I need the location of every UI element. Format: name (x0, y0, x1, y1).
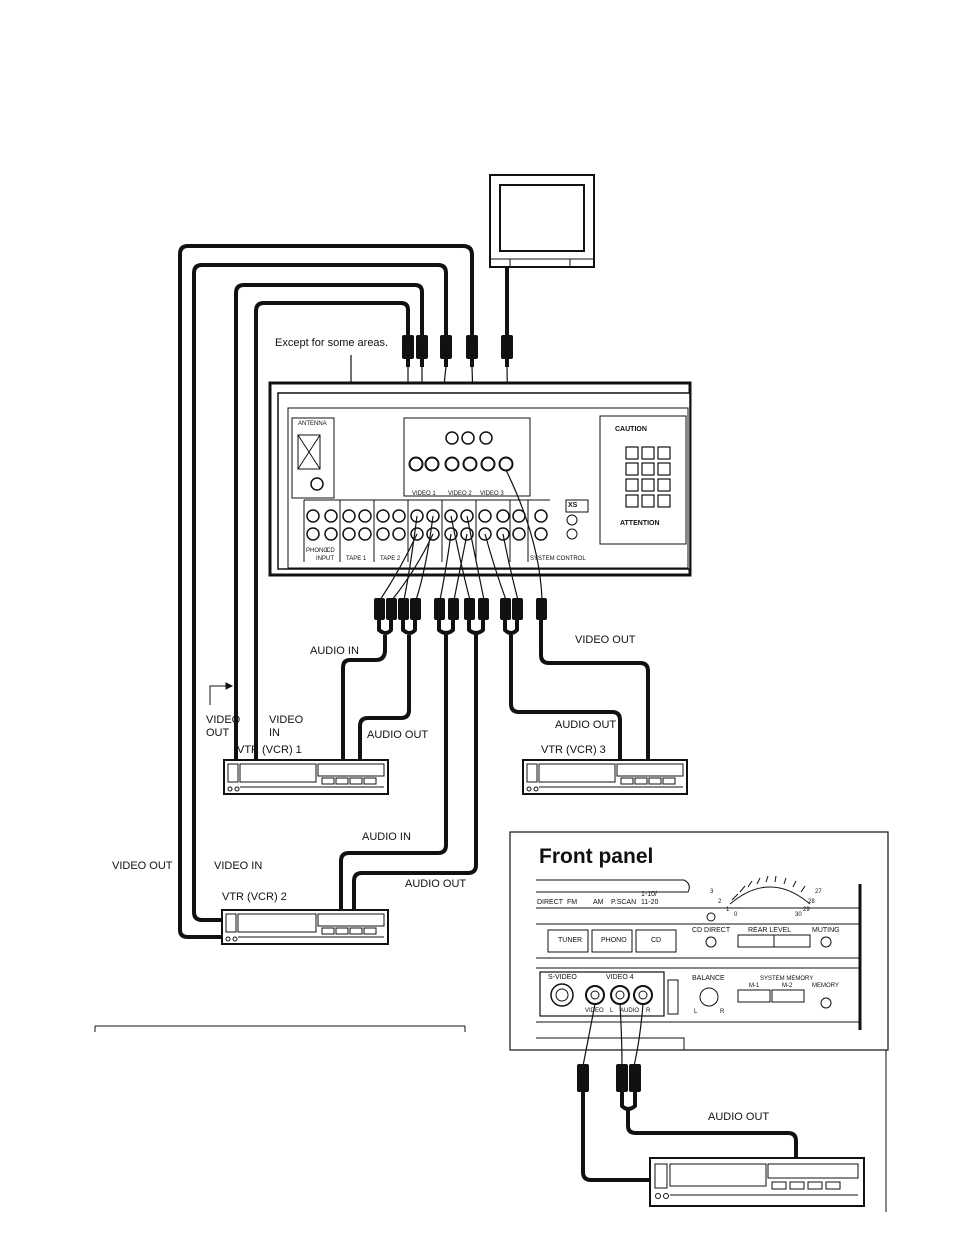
fp-dial-29: 29 (803, 907, 810, 913)
cables-bottom (339, 620, 650, 910)
audio-out-label-1: AUDIO OUT (367, 729, 429, 741)
video-in-vcr2-label: VIDEO IN (214, 860, 263, 872)
front-panel-plugs (577, 1064, 641, 1092)
video-out-vcr1-label: VIDEO OUT (206, 714, 241, 739)
fp-pscan: P.SCAN (611, 899, 637, 906)
fp-m1: M-1 (749, 983, 760, 989)
fp-balance-r: R (720, 1009, 725, 1015)
small-arrow (209, 682, 234, 705)
rear-cd: CD (326, 548, 335, 554)
fp-dial-27: 27 (815, 889, 822, 895)
vcr4-device (649, 1157, 865, 1207)
fp-balance: BALANCE (692, 975, 725, 982)
audio-out-front-label: AUDIO OUT (708, 1111, 770, 1123)
cables-vcr1 (234, 283, 424, 760)
audio-out-label-2: AUDIO OUT (405, 878, 467, 890)
fp-fm: FM (567, 899, 578, 906)
rear-input: INPUT (316, 556, 334, 562)
rear-xs: XS (568, 502, 578, 509)
receiver-rear-panel (268, 381, 692, 577)
fp-am: AM (593, 899, 604, 906)
rear-tape1: TAPE 1 (346, 556, 367, 562)
front-panel-cables (581, 1092, 798, 1182)
fp-muting: MUTING (812, 927, 840, 934)
rear-phono: PHONO (306, 548, 329, 554)
rca-plugs-top (402, 335, 513, 367)
vcr2-device (221, 909, 389, 945)
rear-caution: CAUTION (615, 426, 647, 433)
fp-m2: M-2 (782, 983, 793, 989)
rca-plugs-bottom (374, 598, 547, 620)
front-panel-inset (509, 831, 889, 1051)
tv-monitor (489, 174, 595, 268)
rear-video1: VIDEO 1 (412, 491, 436, 497)
fp-tuner: TUNER (558, 937, 583, 944)
fp-dial-3: 3 (710, 889, 714, 895)
fp-dial-1: 1 (726, 907, 730, 913)
cables-vcr2 (178, 244, 474, 939)
rear-tape2: TAPE 2 (380, 556, 401, 562)
video-out-left-label: VIDEO OUT (112, 860, 173, 872)
audio-in-label-1: AUDIO IN (310, 645, 359, 657)
fp-dial-2: 2 (718, 899, 722, 905)
rear-system-control: SYSTEM CONTROL (530, 556, 586, 562)
vcr1-label: VTR (VCR) 1 (237, 744, 302, 756)
audio-out-label-3: AUDIO OUT (555, 719, 617, 731)
front-panel-title: Front panel (539, 845, 654, 868)
thin-leads-bottom (379, 469, 543, 601)
vcr1-device (223, 759, 389, 795)
separator-line (94, 1025, 466, 1032)
fp-dial-28: 28 (808, 899, 815, 905)
fp-system-memory: SYSTEM MEMORY (760, 976, 814, 982)
video-out-vcr3-label: VIDEO OUT (575, 634, 636, 646)
fp-dial-0: 0 (734, 912, 738, 918)
except-areas-label: Except for some areas. (275, 337, 389, 349)
video-in-vcr1-label: VIDEO IN (269, 714, 304, 739)
vcr3-device (522, 759, 688, 795)
fp-cd: CD (651, 937, 662, 944)
fp-band-select: 1-10/ 11-20 (641, 891, 659, 906)
rear-video3: VIDEO 3 (480, 491, 504, 497)
fp-memory: MEMORY (812, 983, 839, 989)
fp-direct: DIRECT (537, 899, 564, 906)
fp-jack-audio: AUDIO (620, 1008, 640, 1014)
rear-antenna: ANTENNA (298, 421, 327, 427)
fp-phono: PHONO (601, 937, 627, 944)
fp-s-video: S-VIDEO (548, 974, 577, 981)
rear-video2: VIDEO 2 (448, 491, 472, 497)
front-panel-leads (582, 1003, 644, 1067)
fp-dial-30: 30 (795, 912, 802, 918)
vcr3-label: VTR (VCR) 3 (541, 744, 606, 756)
fp-rear-level: REAR LEVEL (748, 927, 792, 934)
vcr2-label: VTR (VCR) 2 (222, 891, 287, 903)
fp-balance-l: L (694, 1009, 698, 1015)
rear-attention: ATTENTION (620, 520, 660, 527)
fp-video4: VIDEO 4 (606, 974, 634, 981)
fp-jack-video: VIDEO (585, 1008, 604, 1014)
audio-in-label-2: AUDIO IN (362, 831, 411, 843)
fp-cd-direct: CD DIRECT (692, 927, 731, 934)
fp-jack-l: L (610, 1008, 614, 1014)
fp-jack-r: R (646, 1008, 651, 1014)
